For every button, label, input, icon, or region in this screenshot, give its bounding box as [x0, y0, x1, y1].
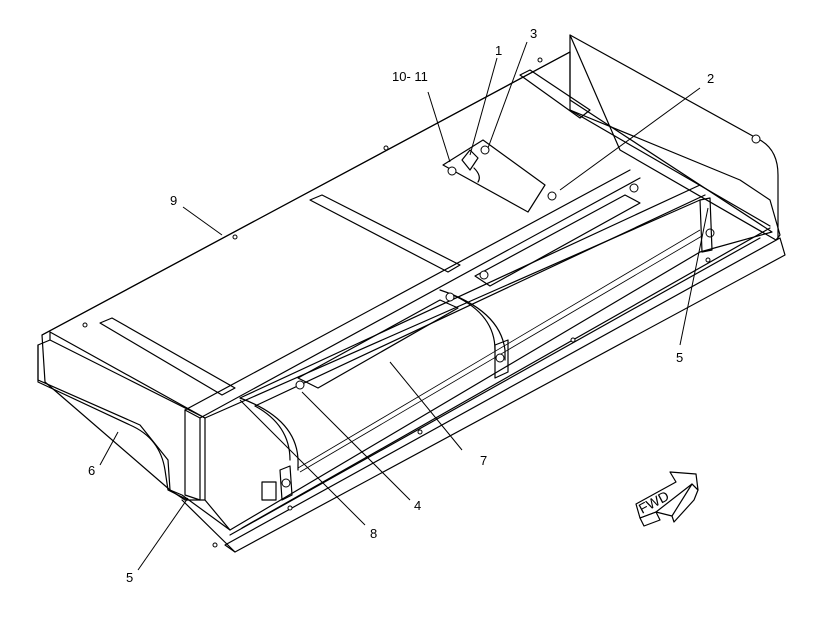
callout-1: 1 — [495, 43, 502, 58]
leader-lines — [99, 41, 709, 571]
fasteners — [82, 57, 715, 548]
callout-8: 8 — [370, 526, 377, 541]
callout-5-right: 5 — [676, 350, 683, 365]
callout-4: 4 — [414, 498, 421, 513]
callout-9: 9 — [170, 193, 177, 208]
callout-3: 3 — [530, 26, 537, 41]
callout-2: 2 — [707, 71, 714, 86]
access-plate — [442, 139, 557, 213]
callout-7: 7 — [480, 453, 487, 468]
duct-rail — [184, 169, 706, 501]
slots — [99, 69, 641, 396]
fwd-arrow-icon: FWD — [635, 471, 699, 527]
bolt-hole — [751, 134, 761, 144]
callouts: 1 3 10- 11 2 9 5 6 7 4 8 5 — [88, 26, 714, 585]
main-panel — [37, 34, 786, 553]
callout-5-left: 5 — [126, 570, 133, 585]
callout-10-11: 10- 11 — [392, 69, 428, 84]
callout-6: 6 — [88, 463, 95, 478]
